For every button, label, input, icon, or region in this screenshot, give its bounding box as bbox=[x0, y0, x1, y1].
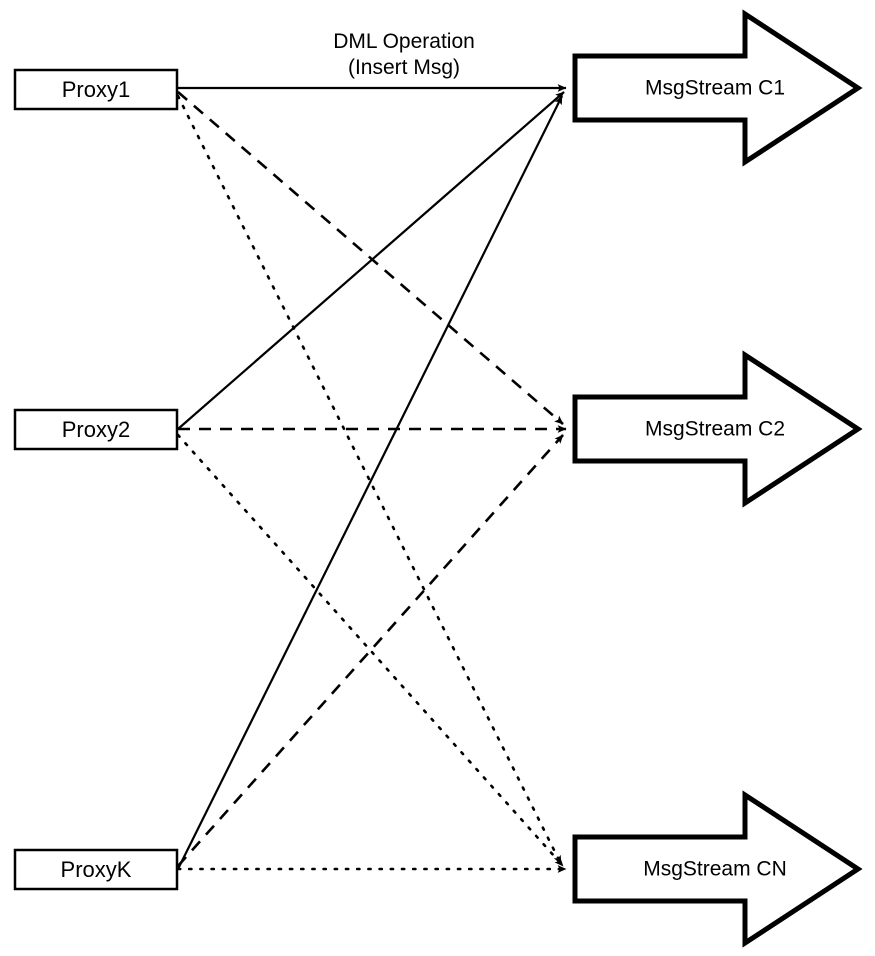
msgstream-node-cn[interactable]: MsgStream CN bbox=[572, 790, 863, 948]
edge-annotation-dml-operation: DML Operation (Insert Msg) bbox=[333, 30, 475, 79]
proxy-node-proxyk[interactable]: ProxyK bbox=[13, 848, 179, 891]
edge-group-dotted-to-cn bbox=[176, 94, 568, 873]
proxy2-box[interactable] bbox=[13, 408, 179, 451]
cn-block-arrow-shape[interactable] bbox=[572, 790, 863, 948]
proxy-node-proxy2[interactable]: Proxy2 bbox=[13, 408, 179, 451]
proxy1-box[interactable] bbox=[13, 68, 179, 111]
proxyk-label: ProxyK bbox=[61, 857, 132, 882]
msgstream-node-c2[interactable]: MsgStream C2 bbox=[572, 350, 863, 508]
proxy1-label: Proxy1 bbox=[62, 77, 130, 102]
c1-label: MsgStream C1 bbox=[645, 77, 785, 100]
edge-proxy1-to-c2 bbox=[177, 91, 564, 425]
msgstream-node-c1[interactable]: MsgStream C1 bbox=[572, 9, 863, 167]
edge-annotation-line-1: DML Operation bbox=[333, 30, 475, 53]
edge-proxy2-to-c1 bbox=[177, 91, 565, 430]
edge-proxy2-to-cn bbox=[176, 433, 565, 868]
cn-label: MsgStream CN bbox=[643, 858, 787, 881]
edge-annotation-line-2: (Insert Msg) bbox=[348, 56, 460, 79]
proxyk-box[interactable] bbox=[13, 848, 179, 891]
c1-block-arrow-shape[interactable] bbox=[572, 9, 863, 167]
edge-proxyk-to-c2 bbox=[177, 434, 564, 867]
proxy2-label: Proxy2 bbox=[62, 417, 130, 442]
c2-block-arrow-shape[interactable] bbox=[572, 350, 863, 508]
edge-group-dashed-to-c2 bbox=[177, 91, 567, 867]
c2-label: MsgStream C2 bbox=[645, 418, 785, 441]
proxy-node-proxy1[interactable]: Proxy1 bbox=[13, 68, 179, 111]
edge-proxyk-to-c1 bbox=[177, 95, 563, 870]
edge-group-solid-to-c1 bbox=[177, 84, 567, 870]
